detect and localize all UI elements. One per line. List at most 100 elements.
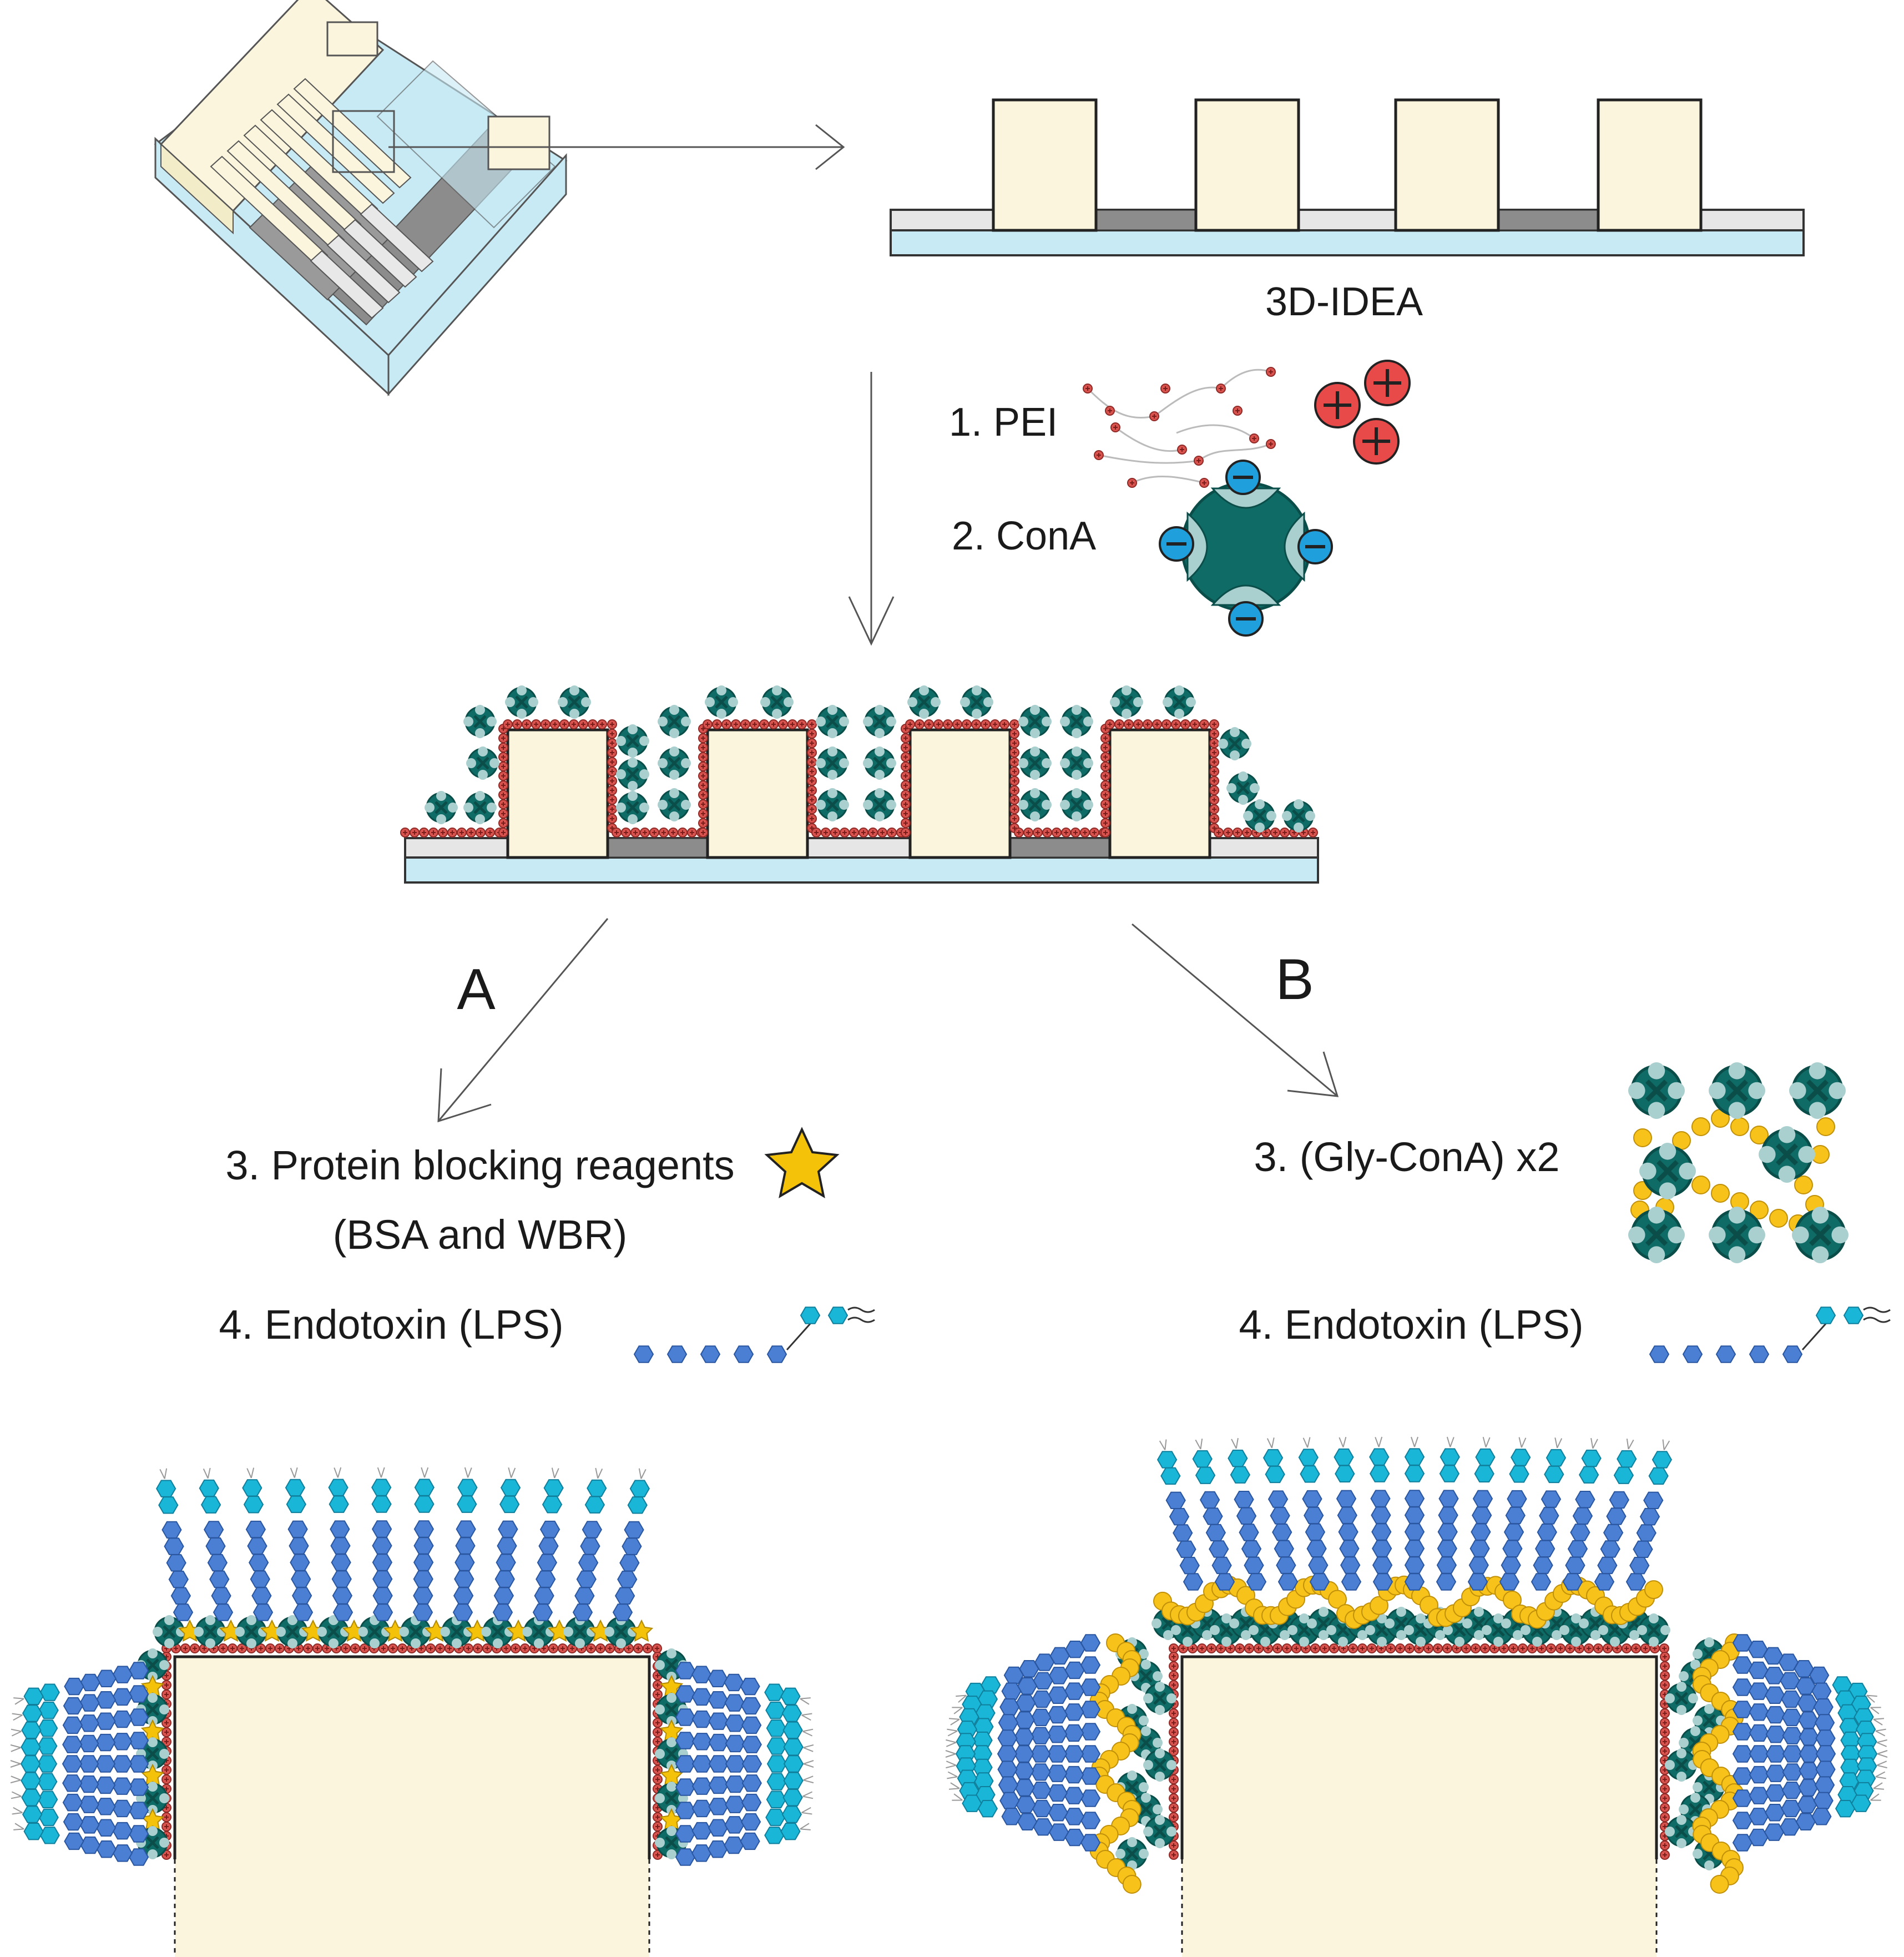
lps-core-hexagon — [1176, 1540, 1196, 1558]
pei-bead — [1660, 1652, 1670, 1662]
lps-core-hexagon — [95, 1776, 116, 1794]
pei-bead — [807, 814, 817, 824]
connector-line — [294, 1467, 298, 1478]
pei-bead — [750, 719, 760, 729]
lps-core-hexagon — [112, 1710, 133, 1728]
lps-core-hexagon — [767, 1345, 787, 1363]
lps-lipid-hexagon — [782, 1788, 803, 1807]
pei-bead — [1100, 818, 1110, 828]
cona-molecule-icon — [1159, 460, 1333, 637]
connector-line — [1873, 1718, 1885, 1720]
connector-line — [802, 1731, 813, 1737]
lps-lipid-hexagon — [158, 1496, 179, 1514]
lps-core-hexagon — [331, 1570, 352, 1588]
pei-bead — [1105, 719, 1115, 729]
lps-lipid-hexagon — [499, 1495, 520, 1514]
pei-bead — [858, 828, 868, 838]
zoom-branch-b — [1180, 1655, 1658, 1957]
lps-core-hexagon — [1371, 1506, 1391, 1524]
glycogen-bead — [1633, 1128, 1652, 1147]
pei-bead — [1149, 411, 1159, 421]
lps-lipid-hexagon — [201, 1496, 221, 1514]
glycogen-bead — [1711, 1184, 1730, 1203]
lps-lipid-hexagon — [764, 1827, 785, 1844]
lps-core-hexagon — [1080, 1678, 1100, 1696]
lps-core-hexagon — [1815, 1761, 1836, 1778]
pei-bead — [807, 795, 817, 805]
step-pei-label: 1. PEI — [949, 400, 1058, 445]
pei-bead — [607, 719, 617, 729]
pei-bead — [1009, 738, 1019, 748]
lps-lipid-hexagon — [1652, 1451, 1672, 1469]
lps-core-hexagon — [63, 1697, 83, 1715]
lps-lipid-hexagon — [780, 1687, 801, 1706]
connector-line — [1450, 1436, 1454, 1447]
lps-core-hexagon — [1016, 1694, 1036, 1712]
lps-core-hexagon — [291, 1570, 311, 1588]
lps-core-hexagon — [576, 1570, 597, 1588]
lps-core-hexagon — [330, 1520, 350, 1538]
lps-core-hexagon — [79, 1775, 99, 1793]
lps-core-hexagon — [700, 1345, 720, 1363]
lps-core-hexagon — [95, 1733, 116, 1752]
connector-line — [801, 1714, 811, 1721]
lps-core-hexagon — [1781, 1799, 1801, 1818]
cona-molecule — [1628, 1062, 1685, 1119]
pei-bead — [787, 719, 797, 729]
pei-bead — [971, 719, 981, 729]
pei-bead — [498, 790, 508, 800]
lps-core-hexagon — [413, 1554, 434, 1571]
pei-bead — [698, 752, 708, 762]
connector-line — [947, 1730, 958, 1737]
lps-core-hexagon — [204, 1521, 224, 1539]
pei-bead — [1223, 828, 1233, 838]
lps-core-hexagon — [1813, 1792, 1834, 1810]
pei-bead — [653, 1822, 663, 1832]
lps-core-hexagon — [1531, 1573, 1551, 1591]
connector-line — [803, 1747, 814, 1752]
branch-a-label: A — [457, 957, 496, 1022]
lps-core-hexagon — [250, 1570, 270, 1588]
pei-bead — [438, 828, 448, 838]
pei-bead — [905, 719, 915, 729]
cona-molecule — [863, 705, 896, 738]
lps-core-hexagon — [249, 1554, 269, 1572]
pei-bead — [447, 828, 457, 838]
pei-bead — [400, 828, 410, 838]
lps-core-hexagon — [1031, 1708, 1052, 1727]
connector-line — [948, 1718, 960, 1720]
cona-molecule — [1018, 747, 1052, 780]
lps-lipid-hexagon — [1439, 1465, 1459, 1482]
lps-core-hexagon — [1241, 1540, 1262, 1558]
lps-core-hexagon — [1626, 1573, 1646, 1591]
lps-lipid-hexagon — [781, 1805, 802, 1823]
pei-bead — [578, 719, 588, 729]
lps-lipid-hexagon — [21, 1772, 41, 1790]
lps-core-hexagon — [725, 1714, 745, 1732]
lps-lipid-hexagon — [23, 1687, 44, 1706]
lps-core-hexagon — [725, 1775, 745, 1793]
pei-bead — [698, 809, 708, 819]
lps-core-hexagon — [675, 1848, 695, 1866]
lps-core-hexagon — [675, 1732, 695, 1749]
pei-bead — [1152, 719, 1162, 729]
lps-core-hexagon — [1274, 1540, 1294, 1558]
pei-bead — [1660, 1661, 1670, 1671]
lps-core-hexagon — [168, 1570, 189, 1588]
connector-line — [801, 1807, 811, 1813]
pei-bead — [1169, 1671, 1179, 1681]
connector-line — [11, 1776, 21, 1781]
pei-bead — [1061, 828, 1071, 838]
lps-core-hexagon — [1080, 1723, 1100, 1741]
pei-bead — [1009, 766, 1019, 776]
lps-core-hexagon — [1405, 1523, 1425, 1541]
pei-bead — [1423, 1643, 1433, 1653]
connector-line — [1875, 1776, 1886, 1779]
pei-bead — [943, 719, 953, 729]
cona-molecule — [1060, 788, 1093, 821]
positive-charge-icon — [1314, 360, 1411, 465]
connector-line — [946, 1739, 957, 1743]
pei-bead — [1386, 1643, 1396, 1653]
connector-line — [802, 1791, 813, 1797]
